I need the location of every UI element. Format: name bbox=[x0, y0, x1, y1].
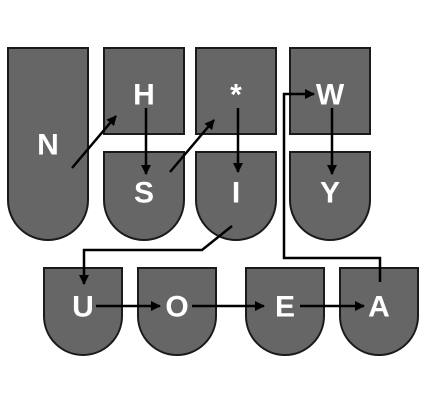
key-o: O bbox=[137, 267, 217, 356]
key-h-shape bbox=[103, 47, 185, 135]
key-e: E bbox=[245, 267, 325, 356]
arrow-a-to-w bbox=[282, 89, 382, 282]
key-u-shape bbox=[43, 267, 123, 356]
key-h-label: H bbox=[133, 79, 155, 112]
key-n: N bbox=[7, 47, 89, 241]
key-s-label: S bbox=[134, 177, 154, 210]
key-s: S bbox=[103, 151, 185, 241]
key-star: * bbox=[195, 47, 277, 135]
key-w: W bbox=[289, 47, 371, 135]
arrows-layer bbox=[71, 89, 382, 311]
key-y: Y bbox=[289, 151, 371, 241]
key-i-shape bbox=[195, 151, 277, 241]
key-a: A bbox=[339, 267, 419, 356]
key-a-shape bbox=[339, 267, 419, 356]
key-i: I bbox=[195, 151, 277, 241]
key-u-label: U bbox=[72, 291, 94, 324]
key-star-label: * bbox=[230, 79, 242, 112]
key-y-label: Y bbox=[320, 177, 340, 210]
key-y-shape bbox=[289, 151, 371, 241]
keys-layer: N H * W S I Y bbox=[7, 47, 419, 356]
key-i-label: I bbox=[232, 177, 240, 210]
arrow-i-to-u bbox=[79, 225, 233, 285]
key-s-shape bbox=[103, 151, 185, 241]
key-e-label: E bbox=[275, 291, 295, 324]
arrow-s-to-star bbox=[169, 119, 215, 173]
key-h: H bbox=[103, 47, 185, 135]
key-n-label: N bbox=[37, 129, 59, 162]
key-o-shape bbox=[137, 267, 217, 356]
key-n-shape bbox=[7, 47, 89, 241]
key-a-label: A bbox=[368, 291, 390, 324]
arrow-n-to-h bbox=[71, 115, 117, 169]
key-o-label: O bbox=[165, 291, 188, 324]
key-u: U bbox=[43, 267, 123, 356]
key-w-label: W bbox=[316, 79, 345, 112]
key-w-shape bbox=[289, 47, 371, 135]
key-e-shape bbox=[245, 267, 325, 356]
